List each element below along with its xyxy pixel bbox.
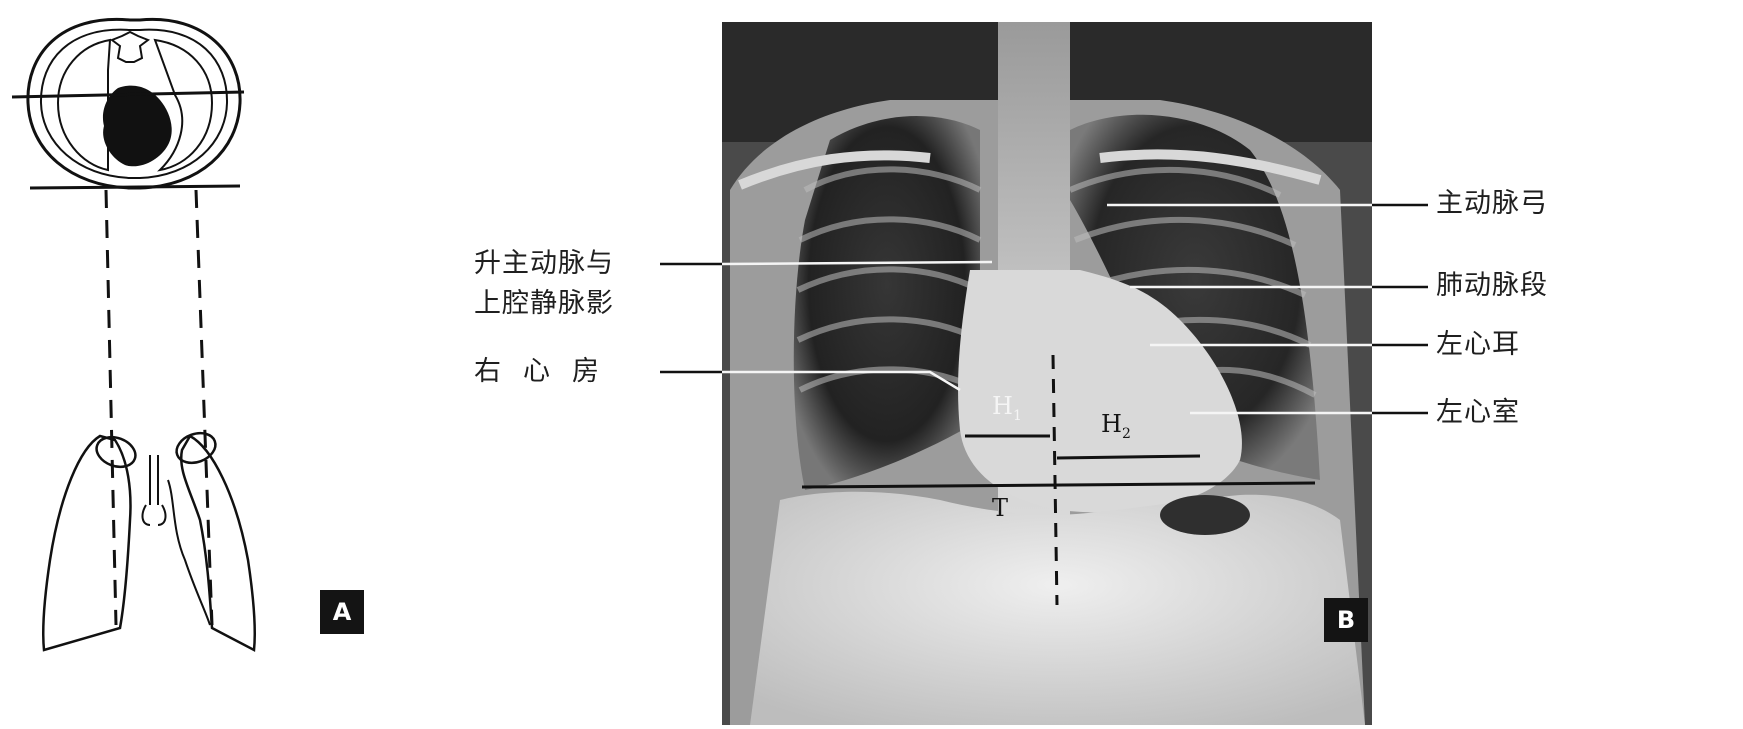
t-label: T	[992, 494, 1008, 522]
mediastinum-outline	[168, 480, 210, 625]
section-right-lung	[58, 40, 110, 170]
abdomen	[750, 492, 1365, 725]
panel-b-xray: H1 H2 T B	[460, 0, 1743, 725]
label-left-ventricle: 左心室	[1436, 399, 1520, 426]
label-svc-shadow: 上腔静脉影	[474, 290, 614, 317]
h1-label: H1	[992, 392, 1022, 424]
h2-label: H2	[1101, 410, 1131, 442]
frontal-left-lung	[181, 436, 255, 650]
label-aortic-arch: 主动脉弓	[1436, 190, 1548, 217]
panel-a-diagram: A	[0, 0, 420, 725]
heart-shape	[103, 86, 172, 167]
panel-a-tag: A	[320, 590, 364, 634]
h2-line	[1057, 456, 1200, 458]
projection-base-line	[30, 186, 240, 188]
panel-b-tag: B	[1324, 598, 1368, 642]
label-left-atrial-appendage: 左心耳	[1436, 331, 1520, 358]
label-ascending-aorta: 升主动脉与	[474, 250, 614, 277]
frontal-right-lung	[43, 436, 130, 650]
vertebra-icon	[112, 32, 148, 62]
gastric-bubble	[1160, 495, 1250, 535]
chest-radiograph	[460, 0, 1743, 725]
left-clavicle-oval	[172, 428, 219, 468]
projection-dashed-left	[106, 190, 116, 625]
label-right-atrium: 右心房	[474, 358, 621, 385]
right-clavicle-oval	[92, 432, 139, 472]
projection-dashed-right	[196, 190, 212, 625]
trachea	[143, 455, 166, 525]
label-pulmonary-segment: 肺动脉段	[1436, 272, 1548, 299]
